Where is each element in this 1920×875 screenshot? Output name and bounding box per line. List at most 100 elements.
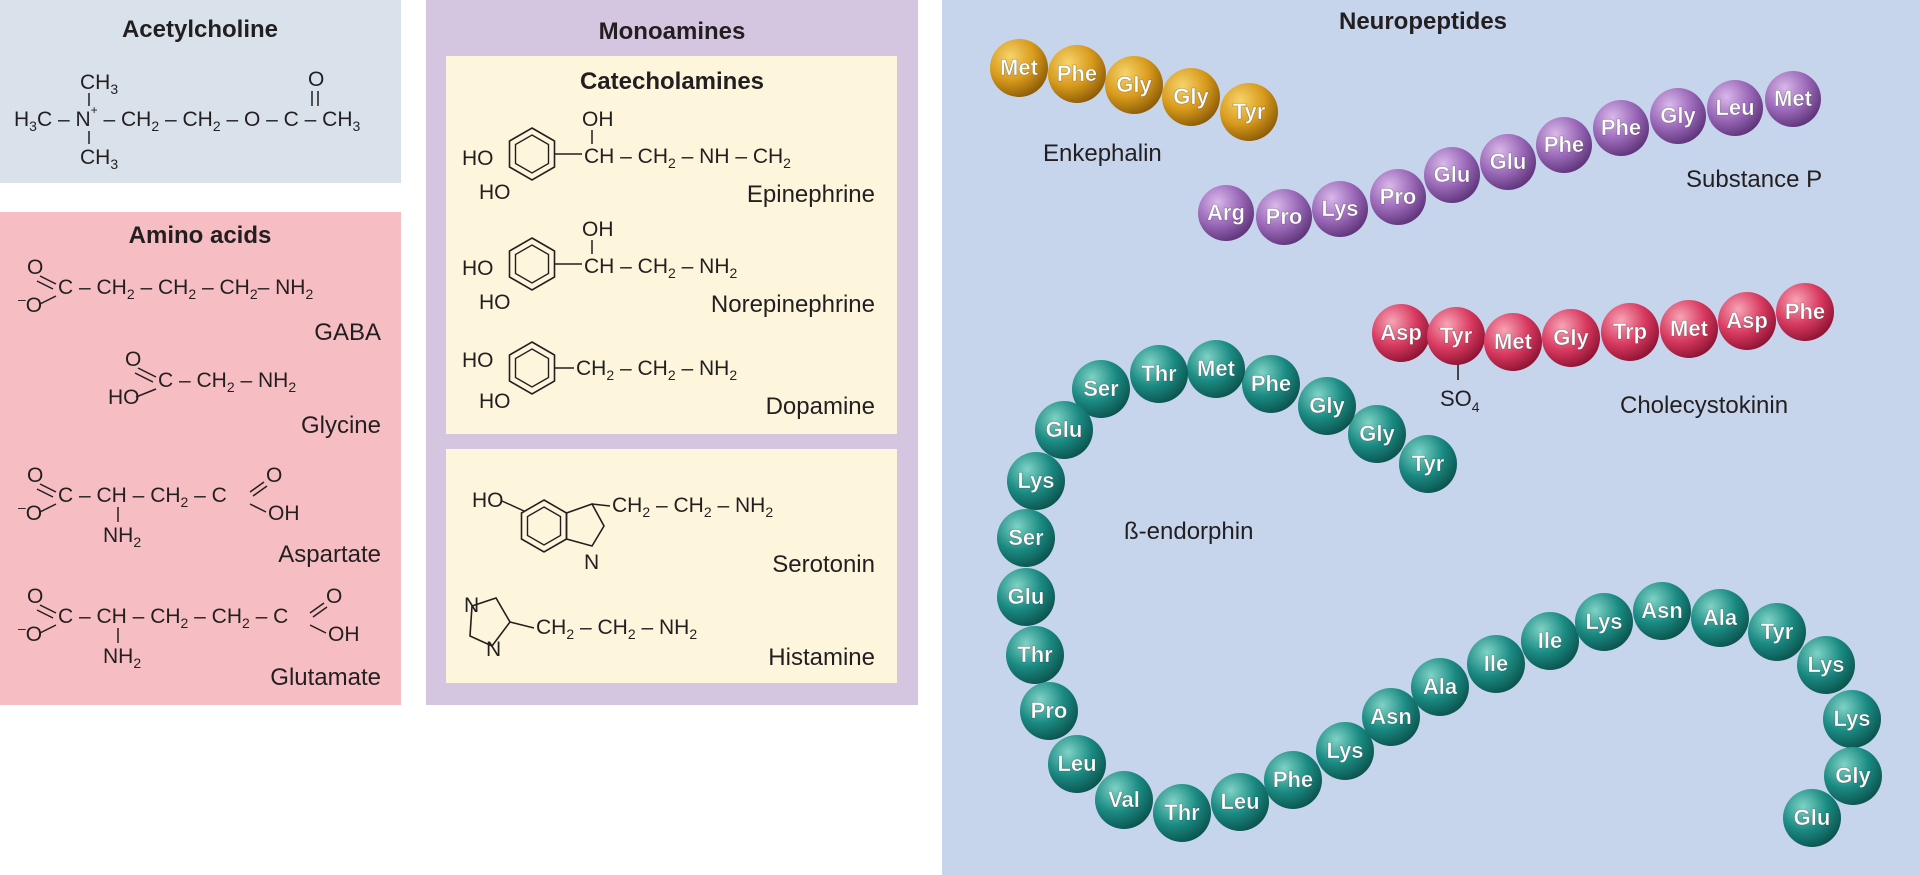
indolamines-box: Serotonin Histamine bbox=[446, 449, 897, 683]
cholecystokinin-bead bbox=[1372, 304, 1430, 362]
endorphin-bead bbox=[1187, 340, 1245, 398]
substance-p-residue-label: Glu bbox=[1434, 162, 1471, 187]
enkephalin-bead bbox=[1162, 68, 1220, 126]
endorphin-bead bbox=[1348, 405, 1406, 463]
cholecystokinin-residue: Met bbox=[1660, 300, 1718, 358]
endorphin-residue-label: Lys bbox=[1807, 652, 1844, 677]
cholecystokinin-residue-label: Met bbox=[1494, 329, 1533, 354]
endorphin-residue: Phe bbox=[1242, 355, 1300, 413]
endorphin-residue-label: Gly bbox=[1309, 393, 1345, 418]
substance-p-bead bbox=[1312, 181, 1368, 237]
endorphin-residue: Lys bbox=[1823, 690, 1881, 748]
svg-text:C – CH2 – CH2 – CH2– NH2: C – CH2 – CH2 – CH2– NH2 bbox=[58, 276, 313, 302]
endorphin-residue: Gly bbox=[1824, 747, 1882, 805]
svg-text:O: O bbox=[27, 585, 43, 608]
substance-p-bead bbox=[1198, 185, 1254, 241]
cholecystokinin-residue: Phe bbox=[1776, 283, 1834, 341]
endorphin-residue-label: Thr bbox=[1017, 642, 1053, 667]
endorphin-residue-label: Asn bbox=[1641, 598, 1683, 623]
endorphin-residue: Glu bbox=[997, 568, 1055, 626]
svg-text:CH2 – CH2 – NH2: CH2 – CH2 – NH2 bbox=[536, 616, 697, 642]
endorphin-residue: Phe bbox=[1264, 751, 1322, 809]
svg-text:HO: HO bbox=[472, 489, 504, 512]
cholecystokinin-label: Cholecystokinin bbox=[1620, 392, 1789, 419]
substance-p-residue-label: Leu bbox=[1715, 95, 1754, 120]
substance-p-bead bbox=[1593, 100, 1649, 156]
catecholamines-title: Catecholamines bbox=[579, 68, 765, 95]
endorphin-residue: Asn bbox=[1633, 582, 1691, 640]
endorphin-residue-label: Tyr bbox=[1412, 451, 1445, 476]
sulfate-group: SO4 bbox=[1440, 350, 1480, 415]
endorphin-residue: Ala bbox=[1411, 658, 1469, 716]
endorphin-bead bbox=[1521, 612, 1579, 670]
endorphin-residue-label: Lys bbox=[1017, 468, 1054, 493]
endorphin-residue: Thr bbox=[1006, 626, 1064, 684]
endorphin-residue: Ile bbox=[1467, 635, 1525, 693]
endorphin-residue: Met bbox=[1187, 340, 1245, 398]
glycine-structure: O HO C – CH2 – NH2 bbox=[108, 348, 296, 409]
svg-text:NH2: NH2 bbox=[103, 524, 141, 550]
cholecystokinin-residue-label: Trp bbox=[1613, 319, 1647, 344]
endorphin-bead bbox=[1362, 688, 1420, 746]
substance-p-residue: Phe bbox=[1536, 117, 1592, 173]
substance-p-residue: Glu bbox=[1480, 134, 1536, 190]
endorphin-residue: Glu bbox=[1035, 401, 1093, 459]
endorphin-residue-label: Glu bbox=[1046, 417, 1083, 442]
substance-p-residue-label: Glu bbox=[1490, 149, 1527, 174]
endorphin-residue: Lys bbox=[1575, 593, 1633, 651]
neuropeptides-panel: Neuropeptides Enkephalin Substance P Cho… bbox=[942, 0, 1920, 875]
svg-text:N: N bbox=[584, 551, 599, 574]
amino-acid-structures: O –O C – CH2 – CH2 – CH2– NH2 O HO C – C… bbox=[18, 256, 360, 671]
endorphin-residue: Ile bbox=[1521, 612, 1579, 670]
endorphin-bead bbox=[1048, 735, 1106, 793]
cholecystokinin-residue: Tyr bbox=[1427, 307, 1485, 365]
epinephrine-structure: HO HO OH CH – CH2 – NH – CH2 bbox=[462, 108, 791, 204]
svg-text:HO: HO bbox=[479, 181, 511, 204]
svg-text:HO: HO bbox=[462, 147, 494, 170]
cholecystokinin-residue: Asp bbox=[1718, 292, 1776, 350]
svg-text:HO: HO bbox=[462, 349, 494, 372]
svg-text:O: O bbox=[125, 348, 141, 371]
endorphin-residue: Thr bbox=[1130, 345, 1188, 403]
enkephalin-residue: Tyr bbox=[1220, 83, 1278, 141]
endorphin-bead bbox=[1072, 360, 1130, 418]
endorphin-bead bbox=[1411, 658, 1469, 716]
endorphin-residue-label: Ala bbox=[1703, 605, 1738, 630]
substance-p-residue: Leu bbox=[1707, 80, 1763, 136]
cholecystokinin-residue: Gly bbox=[1542, 309, 1600, 367]
endorphin-residue: Glu bbox=[1783, 789, 1841, 847]
substance-p-residue: Glu bbox=[1424, 147, 1480, 203]
glutamate-label: Glutamate bbox=[270, 664, 381, 691]
endorphin-residue: Asn bbox=[1362, 688, 1420, 746]
histamine-structure: N N CH2 – CH2 – NH2 bbox=[464, 594, 697, 661]
svg-text:OH: OH bbox=[268, 502, 300, 525]
svg-text:CH2 – CH2 – NH2: CH2 – CH2 – NH2 bbox=[576, 357, 737, 383]
endorphin-bead bbox=[1264, 751, 1322, 809]
endorphin-residue-label: Gly bbox=[1359, 421, 1395, 446]
endorphin-residue: Ser bbox=[1072, 360, 1130, 418]
histamine-label: Histamine bbox=[768, 644, 875, 671]
gaba-label: GABA bbox=[314, 319, 381, 346]
endorphin-bead bbox=[1153, 784, 1211, 842]
endorphin-bead bbox=[1633, 582, 1691, 640]
endorphin-residue-label: Gly bbox=[1835, 763, 1871, 788]
amino-acids-panel: Amino acids GABA Glycine Aspartate Gluta… bbox=[0, 212, 401, 705]
endorphin-residue-label: Phe bbox=[1273, 767, 1313, 792]
substance-p-residue: Arg bbox=[1198, 185, 1254, 241]
endorphin-residue-label: Ala bbox=[1423, 674, 1458, 699]
svg-text:N: N bbox=[464, 594, 479, 617]
endorphin-bead bbox=[1211, 773, 1269, 831]
enkephalin-residue: Gly bbox=[1162, 68, 1220, 126]
endorphin-residue: Ala bbox=[1691, 589, 1749, 647]
substance-p-residue-label: Lys bbox=[1321, 196, 1358, 221]
cholecystokinin-residue-label: Asp bbox=[1380, 320, 1422, 345]
endorphin-residue: Lys bbox=[1797, 636, 1855, 694]
endorphin-bead bbox=[1797, 636, 1855, 694]
neuropeptides-title: Neuropeptides bbox=[1338, 8, 1508, 35]
svg-text:–O: –O bbox=[18, 499, 42, 525]
dopamine-structure: HO HO CH2 – CH2 – NH2 bbox=[462, 341, 737, 413]
endorphin-residue-label: Ser bbox=[1083, 376, 1119, 401]
substance-p-residue-label: Pro bbox=[1380, 184, 1417, 209]
endorphin-bead bbox=[1130, 345, 1188, 403]
